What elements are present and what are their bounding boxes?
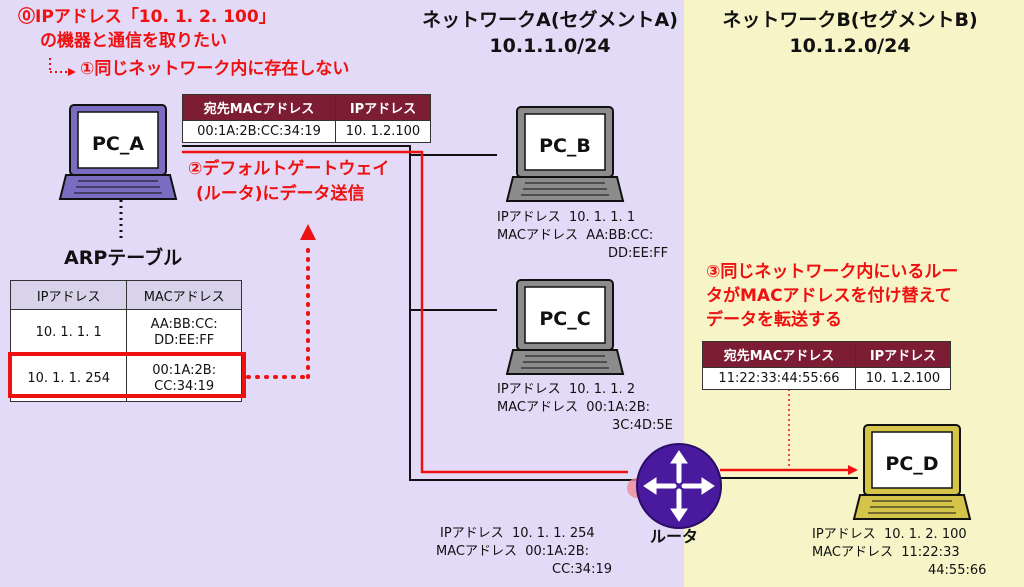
router-icon — [636, 443, 722, 529]
arp-col-ip: IPアドレス — [9, 280, 128, 310]
pc-d-ip: IPアドレス 10. 1. 2. 100 — [812, 527, 967, 542]
step3-line3: データを転送する — [706, 310, 842, 330]
laptop-pc-a-icon: PC_A — [58, 104, 178, 200]
packet1-table: 宛先MACアドレス IPアドレス 00:1A:2B:CC:34:19 10. 1… — [182, 94, 431, 143]
laptop-pc-b-icon: PC_B — [505, 106, 625, 202]
pc-d-name: PC_D — [885, 453, 938, 475]
step0-line1: ⓪IPアドレス「10. 1. 2. 100」 — [18, 7, 276, 27]
arp-title: ARPテーブル — [64, 247, 183, 269]
pc-b-mac2: DD:EE:FF — [608, 246, 669, 261]
pc-c-name: PC_C — [539, 308, 590, 330]
step3-line1: ③同じネットワーク内にいるルー — [706, 262, 959, 282]
pc-b-name: PC_B — [539, 135, 591, 157]
pc-d-mac2: 44:55:66 — [928, 563, 987, 578]
arp-row2-mac1: 00:1A:2B: — [152, 362, 217, 378]
step0-line2: の機器と通信を取りたい — [40, 31, 227, 51]
pc-c-mac1: MACアドレス 00:1A:2B: — [497, 400, 651, 415]
network-b-area — [684, 0, 1024, 587]
data-path — [182, 150, 628, 474]
arp-row-highlight — [8, 352, 246, 398]
arp-row1-ip: 10. 1. 1. 1 — [9, 309, 128, 356]
step1-arrow-head — [68, 68, 76, 76]
packet1-ip: 10. 1.2.100 — [335, 120, 431, 143]
packet2-col-ip: IPアドレス — [855, 341, 951, 368]
step1-text: ①同じネットワーク内に存在しない — [80, 59, 350, 79]
packet2-ip: 10. 1.2.100 — [855, 367, 951, 390]
table-row: 10. 1. 1. 1 AA:BB:CC:DD:EE:FF — [9, 309, 242, 356]
packet2-mac: 11:22:33:44:55:66 — [702, 367, 856, 390]
arp-col-mac: MACアドレス — [126, 280, 242, 310]
router-ip: IPアドレス 10. 1. 1. 254 — [440, 526, 595, 541]
packet2-col-mac: 宛先MACアドレス — [702, 341, 856, 368]
router-name: ルータ — [650, 527, 699, 546]
packet1-col-mac: 宛先MACアドレス — [182, 94, 336, 121]
laptop-pc-d-icon: PC_D — [852, 424, 972, 520]
arp-row1-mac1: AA:BB:CC: — [150, 316, 218, 332]
network-a-name: ネットワークA(セグメントA) — [422, 9, 678, 31]
network-b-cidr: 10.1.2.0/24 — [789, 35, 911, 57]
router-mac2: CC:34:19 — [552, 562, 612, 577]
arp-row1-mac2: DD:EE:FF — [154, 332, 215, 348]
router-mac1: MACアドレス 00:1A:2B: — [436, 544, 590, 559]
pc-c-ip: IPアドレス 10. 1. 1. 2 — [497, 382, 636, 397]
network-a-cidr: 10.1.1.0/24 — [489, 35, 611, 57]
step3-line2: タがMACアドレスを付け替えて — [706, 286, 952, 306]
arp-row1-mac: AA:BB:CC:DD:EE:FF — [126, 309, 242, 356]
pc-c-mac2: 3C:4D:5E — [612, 418, 673, 433]
step2-line2: (ルータ)にデータ送信 — [196, 184, 365, 204]
laptop-pc-c-icon: PC_C — [505, 279, 625, 375]
pc-b-mac1: MACアドレス AA:BB:CC: — [497, 228, 654, 243]
packet1-mac: 00:1A:2B:CC:34:19 — [182, 120, 336, 143]
network-b-name: ネットワークB(セグメントB) — [722, 9, 978, 31]
pc-b-ip: IPアドレス 10. 1. 1. 1 — [497, 210, 636, 225]
pc-a-name: PC_A — [92, 133, 144, 155]
packet2-table: 宛先MACアドレス IPアドレス 11:22:33:44:55:66 10. 1… — [702, 341, 951, 390]
arp-row2-mac2: CC:34:19 — [154, 378, 215, 394]
packet1-col-ip: IPアドレス — [335, 94, 431, 121]
step2-line1: ②デフォルトゲートウェイ — [188, 159, 390, 179]
pc-d-mac1: MACアドレス 11:22:33 — [812, 545, 960, 560]
arp-arrow-head — [300, 224, 316, 240]
network-a-wire — [182, 145, 640, 481]
